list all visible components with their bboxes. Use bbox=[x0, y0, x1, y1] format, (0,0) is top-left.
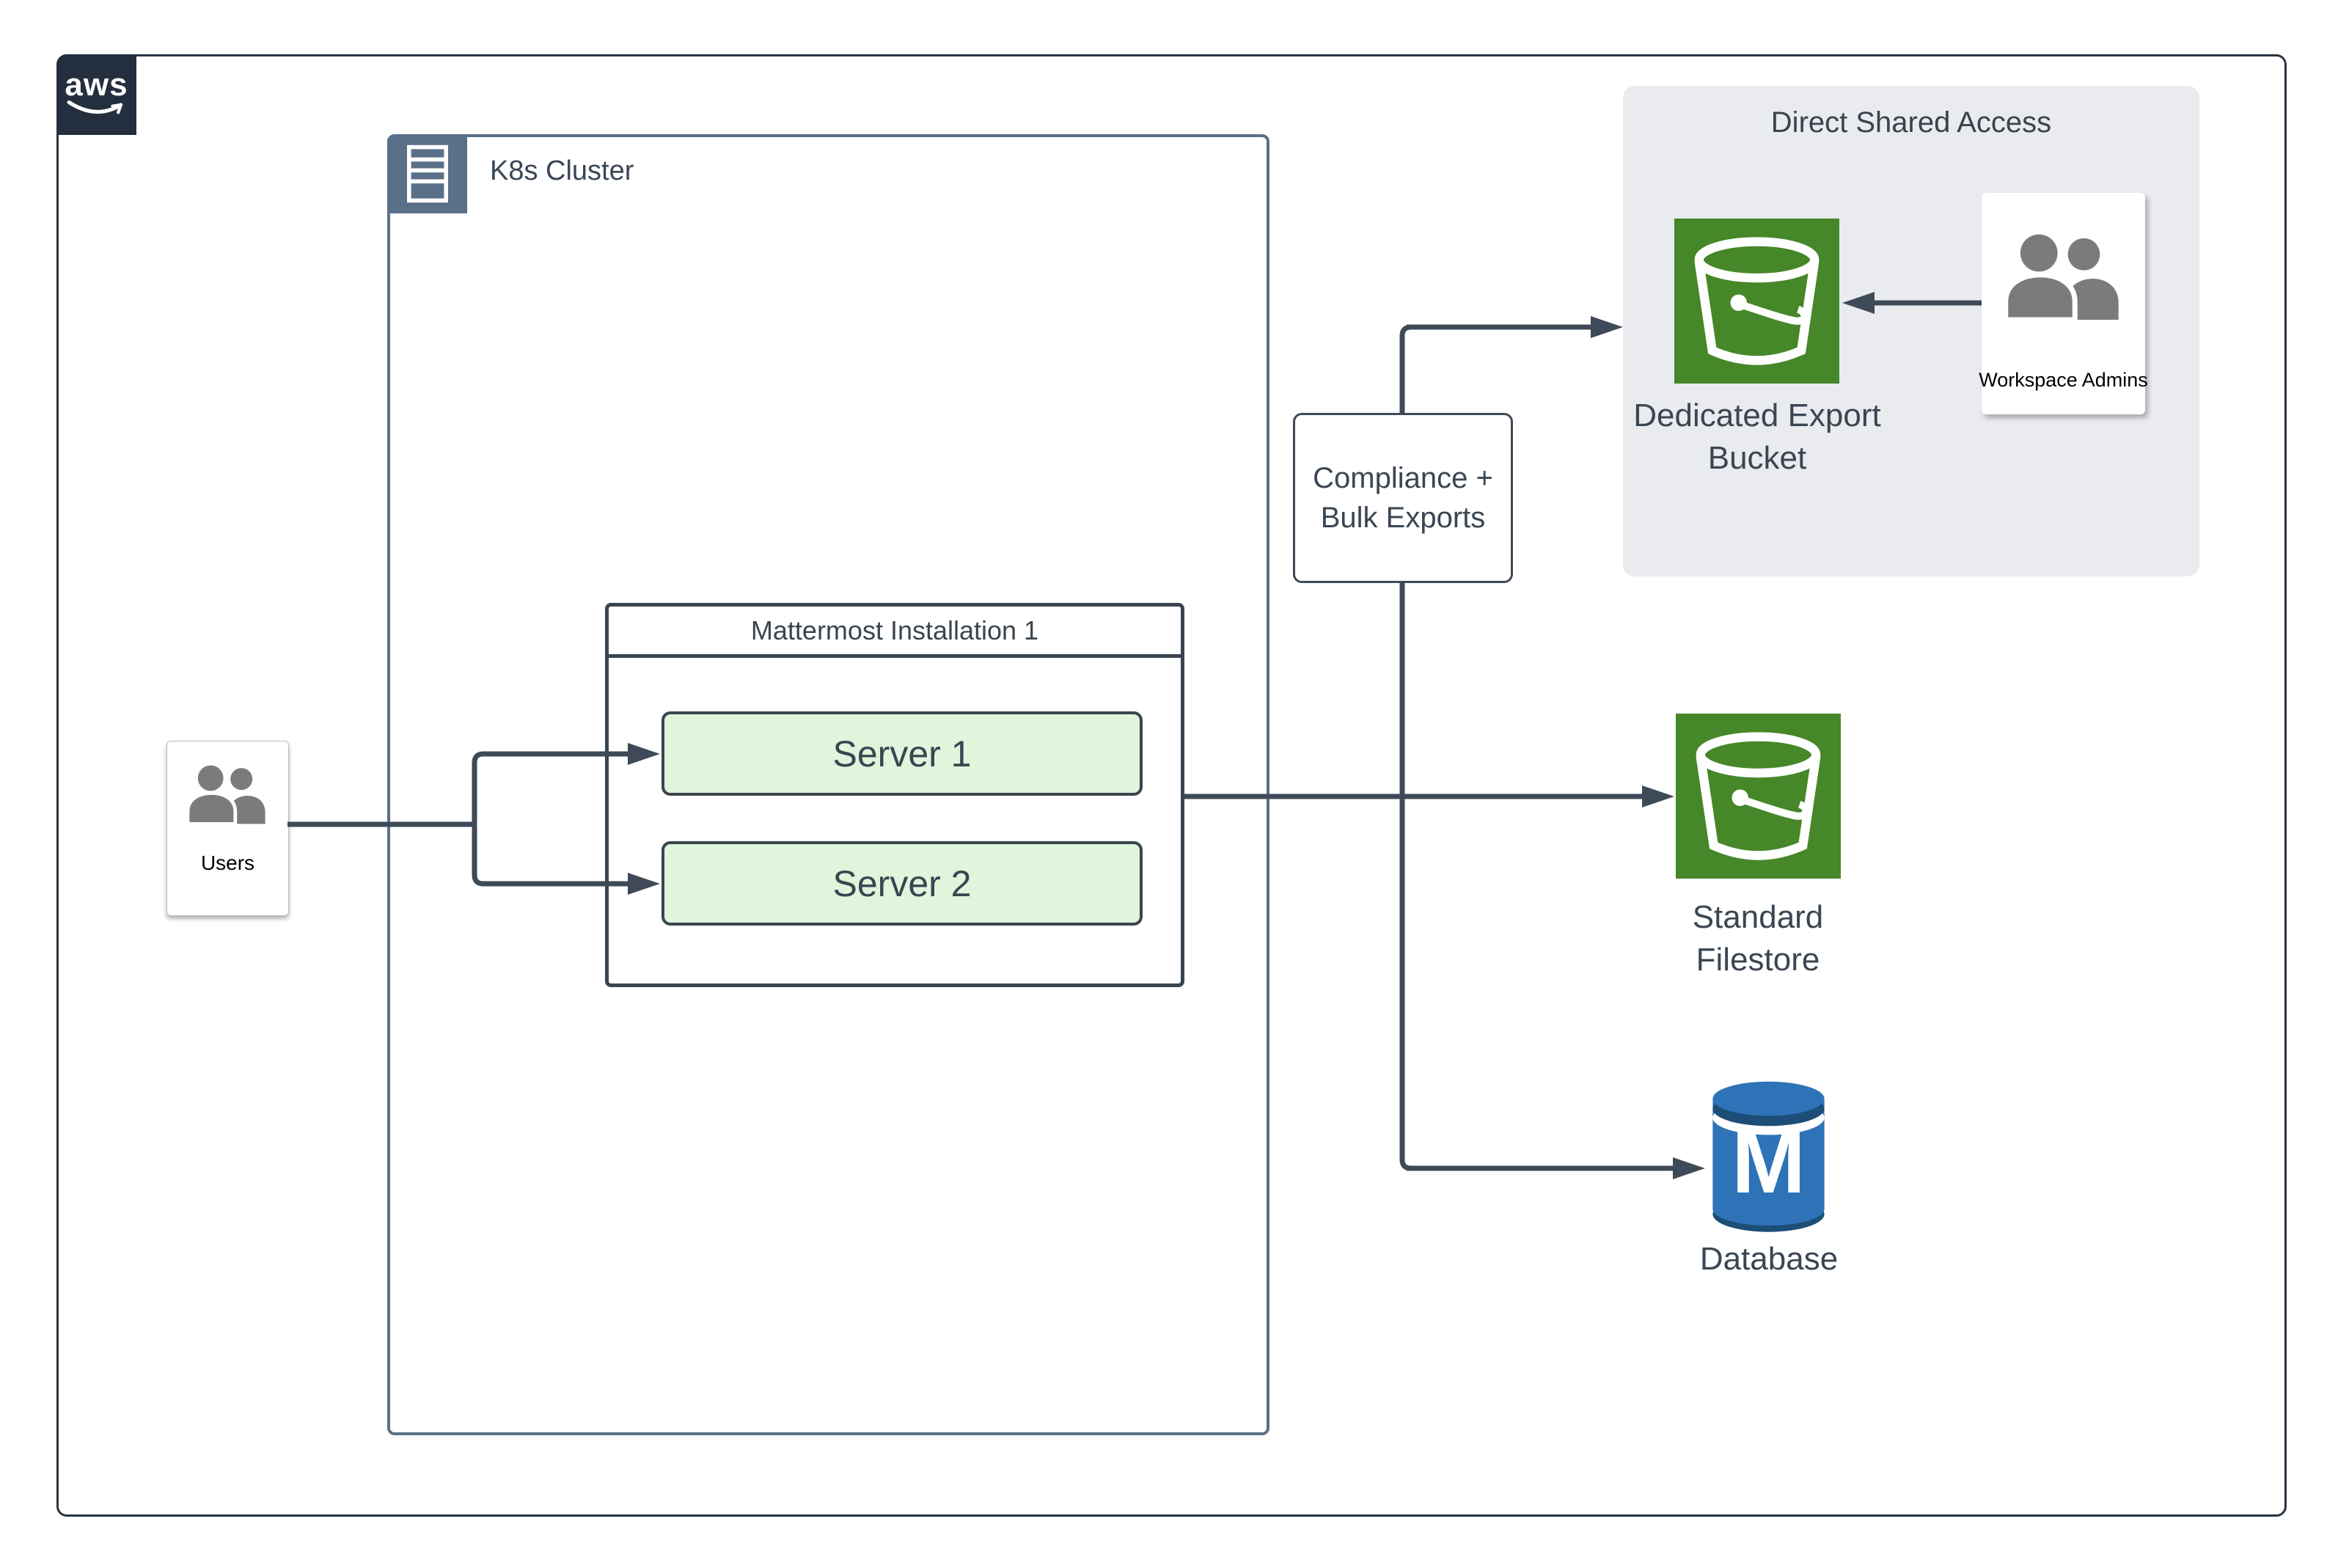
server-1-label: Server 1 bbox=[832, 733, 972, 774]
k8s-cluster-container bbox=[387, 134, 1269, 1435]
k8s-cluster-label: K8s Cluster bbox=[490, 155, 634, 186]
workspace-admins-card: Workspace Admins bbox=[1979, 193, 2148, 414]
database-cylinder-glyph: M bbox=[1712, 1081, 1825, 1232]
k8s-cluster-badge bbox=[387, 134, 467, 213]
aws-cloud-badge: aws bbox=[56, 54, 136, 135]
server-rack-icon bbox=[406, 144, 448, 203]
aws-logo-text: aws bbox=[65, 67, 128, 103]
workspace-admins-icon bbox=[2003, 234, 2119, 323]
bucket-glyph bbox=[1694, 237, 1820, 365]
workspace-admins-label: Workspace Admins bbox=[1979, 369, 2148, 391]
database-monogram: M bbox=[1731, 1112, 1806, 1212]
s3-bucket-icon bbox=[1676, 714, 1841, 879]
database-icon: M bbox=[1705, 1069, 1832, 1237]
server-2-node: Server 2 bbox=[662, 841, 1143, 926]
database-label: Database bbox=[1699, 1241, 1839, 1277]
server-1-node: Server 1 bbox=[662, 711, 1143, 796]
bucket-glyph bbox=[1696, 732, 1821, 860]
server-2-label: Server 2 bbox=[832, 862, 972, 904]
compliance-bulk-exports-node: Compliance + Bulk Exports bbox=[1293, 413, 1513, 583]
direct-shared-access-title: Direct Shared Access bbox=[1770, 106, 2052, 139]
users-label: Users bbox=[200, 851, 255, 874]
aws-smile-icon bbox=[67, 100, 122, 114]
diagram-outer-frame bbox=[56, 54, 2287, 1517]
dedicated-export-bucket-label: Dedicated Export Bucket bbox=[1633, 398, 1881, 476]
s3-bucket-icon bbox=[1674, 219, 1839, 384]
users-icon bbox=[186, 765, 265, 826]
mattermost-installation-title: Mattermost Installation 1 bbox=[609, 607, 1181, 658]
standard-filestore-label: Standard Filestore bbox=[1692, 899, 1824, 978]
users-card: Users bbox=[166, 741, 289, 916]
